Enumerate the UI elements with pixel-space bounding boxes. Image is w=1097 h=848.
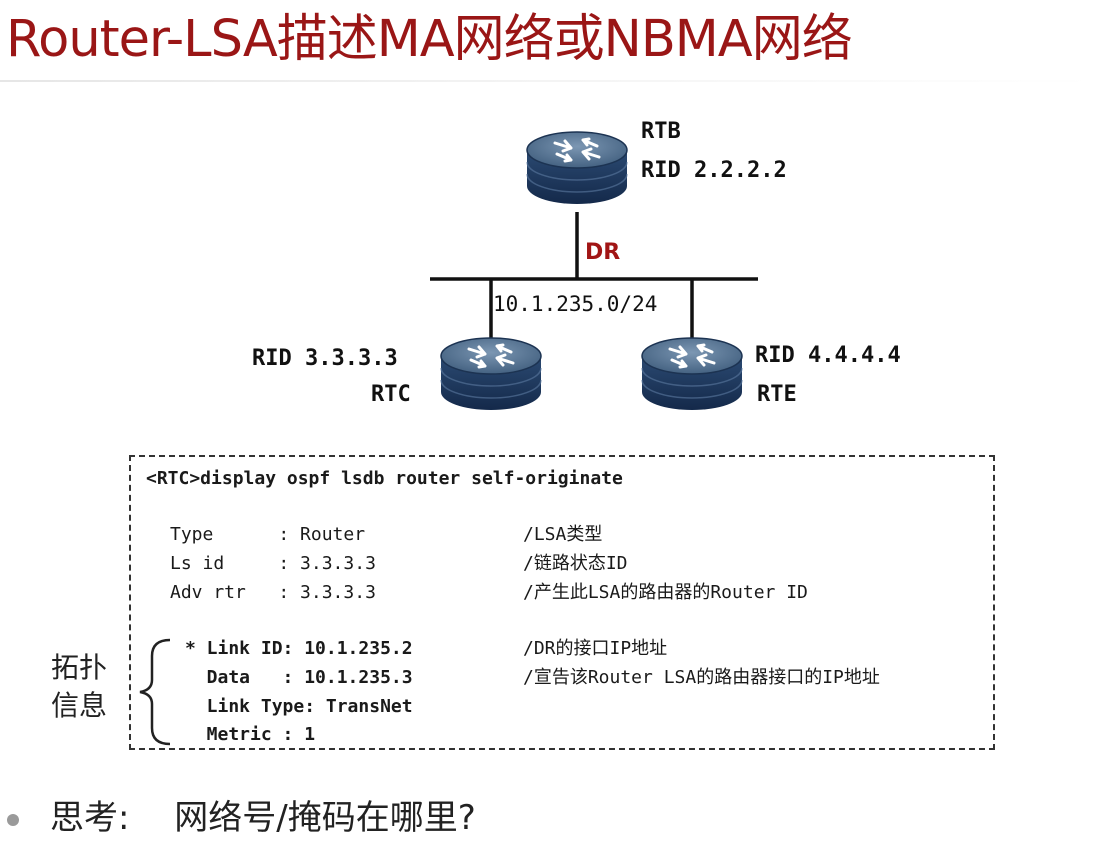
dr-label: DR	[585, 240, 621, 265]
cli-line-linkid: * Link ID: 10.1.235.2	[185, 638, 413, 659]
cli-line-metric: Metric : 1	[185, 724, 316, 745]
cli-comment-advrtr: /产生此LSA的路由器的Router ID	[523, 582, 808, 603]
cli-line-linktype: Link Type: TransNet	[185, 696, 413, 717]
network-address-label: 10.1.235.0/24	[493, 292, 658, 316]
bullet-dot-icon	[7, 814, 19, 826]
router-rte-rid: RID 4.4.4.4	[755, 343, 901, 368]
cli-line-advrtr: Adv rtr : 3.3.3.3	[170, 582, 376, 603]
cli-line-data: Data : 10.1.235.3	[185, 667, 413, 688]
topology-info-label-line1: 拓扑	[51, 651, 108, 684]
router-rtb-name: RTB	[641, 119, 681, 144]
cli-comment-type: /LSA类型	[523, 524, 603, 545]
cli-comment-lsid: /链路状态ID	[523, 553, 628, 574]
cli-output-box	[129, 455, 995, 750]
router-rtb-rid: RID 2.2.2.2	[641, 158, 787, 183]
router-rte-name: RTE	[757, 382, 797, 407]
cli-line-type: Type : Router	[170, 524, 366, 545]
cli-line-lsid: Ls id : 3.3.3.3	[170, 553, 376, 574]
cli-comment-linkid: /DR的接口IP地址	[523, 638, 668, 659]
title-divider	[0, 80, 1097, 82]
cli-command: <RTC>display ospf lsdb router self-origi…	[146, 468, 623, 489]
question-bullet: 思考: 网络号/掩码在哪里?	[50, 798, 476, 838]
slide-title: Router-LSA描述MA网络或NBMA网络	[6, 10, 853, 69]
cli-comment-data: /宣告该Router LSA的路由器接口的IP地址	[523, 667, 880, 688]
router-rtc-name: RTC	[371, 382, 411, 407]
router-rtc-rid: RID 3.3.3.3	[252, 346, 398, 371]
topology-info-label-line2: 信息	[51, 689, 108, 722]
